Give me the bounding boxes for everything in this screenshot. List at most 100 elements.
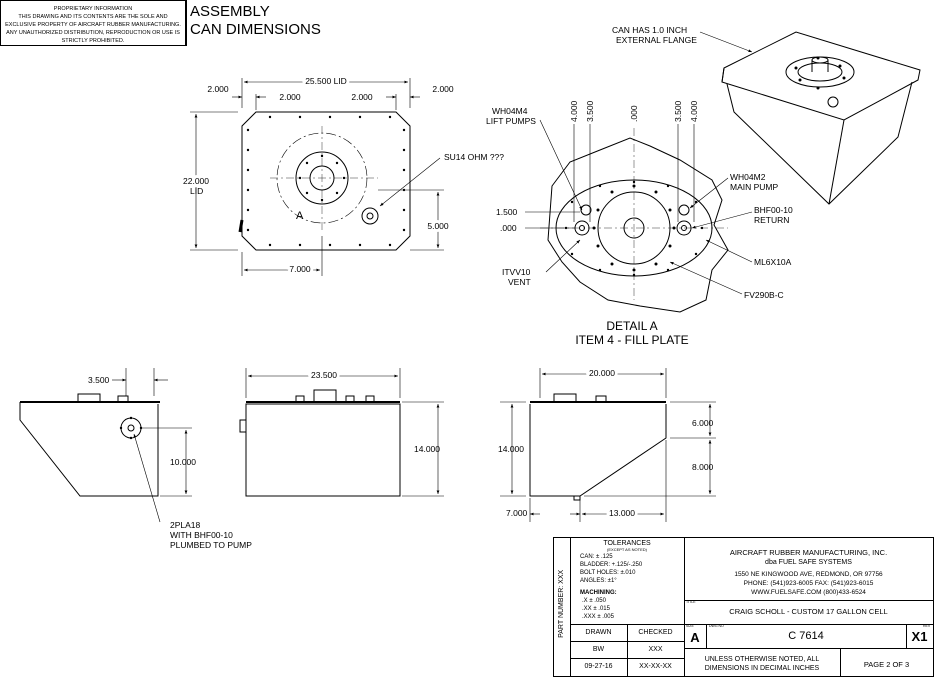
- dim-top-3: .000: [629, 105, 639, 122]
- mach-xx: .XX ± .015: [582, 606, 610, 612]
- notice-line-3: EXCLUSIVE PROPERTY OF AIRCRAFT RUBBER MA…: [5, 22, 181, 28]
- main-pump-label: MAIN PUMP: [730, 182, 779, 192]
- tolerances-title: TOLERANCES: [603, 540, 651, 547]
- tolerances-subtitle: (EXCEPT AS NOTED): [607, 547, 647, 552]
- company-panel: AIRCRAFT RUBBER MANUFACTURING, INC. dba …: [684, 538, 933, 601]
- detail-ref-label: A: [296, 210, 304, 222]
- notice-line-1: PROPRIETARY INFORMATION: [53, 6, 133, 12]
- bolt-part: ML6X10A: [754, 257, 792, 267]
- dim-left-edge: 2.000: [207, 84, 229, 94]
- dim-top-4: 3.500: [673, 100, 683, 122]
- iso-note-line-1: CAN HAS 1.0 INCH: [612, 25, 687, 35]
- notes-row: UNLESS OTHERWISE NOTED, ALL DIMENSIONS I…: [684, 648, 933, 676]
- left-dim-top: 3.500: [88, 375, 110, 385]
- mach-x: .X ± .050: [582, 598, 606, 604]
- drawn-checked-grid: DRAWN CHECKED BW XXX 09-27-16 XX-XX-XX: [570, 624, 685, 676]
- rev-field-label: REV: [923, 624, 931, 628]
- isometric-view: [699, 31, 921, 205]
- dim-top-2: 3.500: [585, 100, 595, 122]
- tol-angles: ANGLES: ±1°: [580, 578, 617, 584]
- dim-offset-y: 5.000: [427, 221, 449, 231]
- vent-label: VENT: [508, 277, 531, 287]
- dim-inset-right: 2.000: [351, 92, 373, 102]
- right-dim-upper: 6.000: [692, 418, 714, 428]
- part-number-column: PART NUMBER: XXX: [554, 538, 571, 676]
- right-dim-lower: 8.000: [692, 462, 714, 472]
- sheet-size: A: [690, 630, 700, 645]
- title-field-label: TITLE: [686, 600, 696, 604]
- title-row: TITLE CRAIG SCHOLL - CUSTOM 17 GALLON CE…: [684, 600, 933, 625]
- right-dim-width: 20.000: [589, 368, 615, 378]
- top-view: [190, 78, 444, 276]
- page-indicator: PAGE 2 OF 3: [863, 660, 910, 669]
- drawn-label: DRAWN: [585, 629, 612, 636]
- mach-xxx: .XXX ± .005: [582, 614, 614, 620]
- cover-part: FV290B-C: [744, 290, 784, 300]
- checked-date: XX-XX-XX: [639, 663, 672, 670]
- right-side-view: [500, 368, 716, 522]
- size-dwg-rev-row: SIZE A DWG NO C 7614 REV X1: [684, 624, 933, 649]
- sheet-title-line-2: CAN DIMENSIONS: [190, 21, 321, 38]
- detail-caption-1: DETAIL A: [606, 319, 657, 333]
- tolerances-panel: TOLERANCES (EXCEPT AS NOTED) CAN: ± .125…: [570, 538, 685, 625]
- lift-pumps-label: LIFT PUMPS: [486, 116, 536, 126]
- dim-top-1: 4.000: [569, 100, 579, 122]
- dim-left-1: 1.500: [496, 207, 518, 217]
- drawing-number: C 7614: [788, 630, 824, 642]
- left-side-view: [19, 368, 192, 523]
- drawn-date: 09-27-16: [584, 663, 613, 670]
- left-note-3: PLUMBED TO PUMP: [170, 540, 252, 550]
- checked-label: CHECKED: [638, 629, 673, 636]
- tol-bladder: BLADDER: +.125/-.250: [580, 562, 643, 568]
- company-dba: dba FUEL SAFE SYSTEMS: [765, 559, 852, 566]
- units-note-line-1: UNLESS OTHERWISE NOTED, ALL: [704, 656, 820, 663]
- company-address: 1550 NE KINGWOOD AVE, REDMOND, OR 97756: [734, 571, 883, 578]
- notice-line-4: ANY UNAUTHORIZED DISTRIBUTION, REPRODUCT…: [6, 30, 180, 36]
- proprietary-notice: PROPRIETARY INFORMATION THIS DRAWING AND…: [0, 0, 186, 46]
- title-block: PART NUMBER: XXX TOLERANCES (EXCEPT AS N…: [553, 537, 934, 677]
- tol-bolt-holes: BOLT HOLES: ±.010: [580, 570, 636, 576]
- drawn-by: BW: [592, 646, 605, 653]
- front-view: [239, 368, 444, 497]
- revision: X1: [911, 629, 928, 644]
- dim-right-edge: 2.000: [432, 84, 454, 94]
- company-phone: PHONE: (541)923-6005 FAX: (541)923-6015: [743, 580, 874, 587]
- size-field-label: SIZE: [686, 624, 694, 628]
- main-pump-part: WH04M2: [730, 172, 766, 182]
- sender-note: SU14 OHM ???: [444, 152, 504, 162]
- iso-note-line-2: EXTERNAL FLANGE: [616, 35, 697, 45]
- detail-caption-2: ITEM 4 - FILL PLATE: [575, 333, 688, 347]
- front-dim-height: 14.000: [414, 444, 440, 454]
- machining-title: MACHINING:: [580, 590, 617, 596]
- header-divider: [186, 0, 187, 46]
- dim-top-5: 4.000: [689, 100, 699, 122]
- notice-line-2: THIS DRAWING AND ITS CONTENTS ARE THE SO…: [18, 14, 168, 20]
- detail-a-view: [525, 119, 753, 313]
- dim-inset-left: 2.000: [279, 92, 301, 102]
- drawing-title: CRAIG SCHOLL - CUSTOM 17 GALLON CELL: [729, 607, 888, 616]
- sheet-title-line-1: ASSEMBLY: [190, 3, 270, 20]
- dim-lid-width: 25.500 LID: [305, 76, 347, 86]
- dim-height: 22.000: [183, 176, 209, 186]
- lift-pumps-part: WH04M4: [492, 106, 528, 116]
- vent-part: ITVV10: [502, 267, 531, 277]
- left-dim-height: 10.000: [170, 457, 196, 467]
- dim-left-2: .000: [500, 223, 517, 233]
- right-dim-height: 14.000: [498, 444, 524, 454]
- dim-height-label: LID: [190, 186, 203, 196]
- company-name: AIRCRAFT RUBBER MANUFACTURING, INC.: [729, 548, 888, 557]
- front-dim-width: 23.500: [311, 370, 337, 380]
- return-label: RETURN: [754, 215, 789, 225]
- tol-can: CAN: ± .125: [580, 554, 613, 560]
- left-note-1: 2PLA18: [170, 520, 201, 530]
- return-part: BHF00-10: [754, 205, 793, 215]
- dwg-field-label: DWG NO: [709, 624, 724, 628]
- right-dim-bottom-left: 7.000: [506, 508, 528, 518]
- right-dim-bottom-width: 13.000: [609, 508, 635, 518]
- dim-offset-x: 7.000: [289, 264, 311, 274]
- notice-line-5: STRICTLY PROHIBITED.: [61, 38, 125, 44]
- checked-by: XXX: [648, 646, 663, 653]
- part-number: PART NUMBER: XXX: [558, 569, 566, 638]
